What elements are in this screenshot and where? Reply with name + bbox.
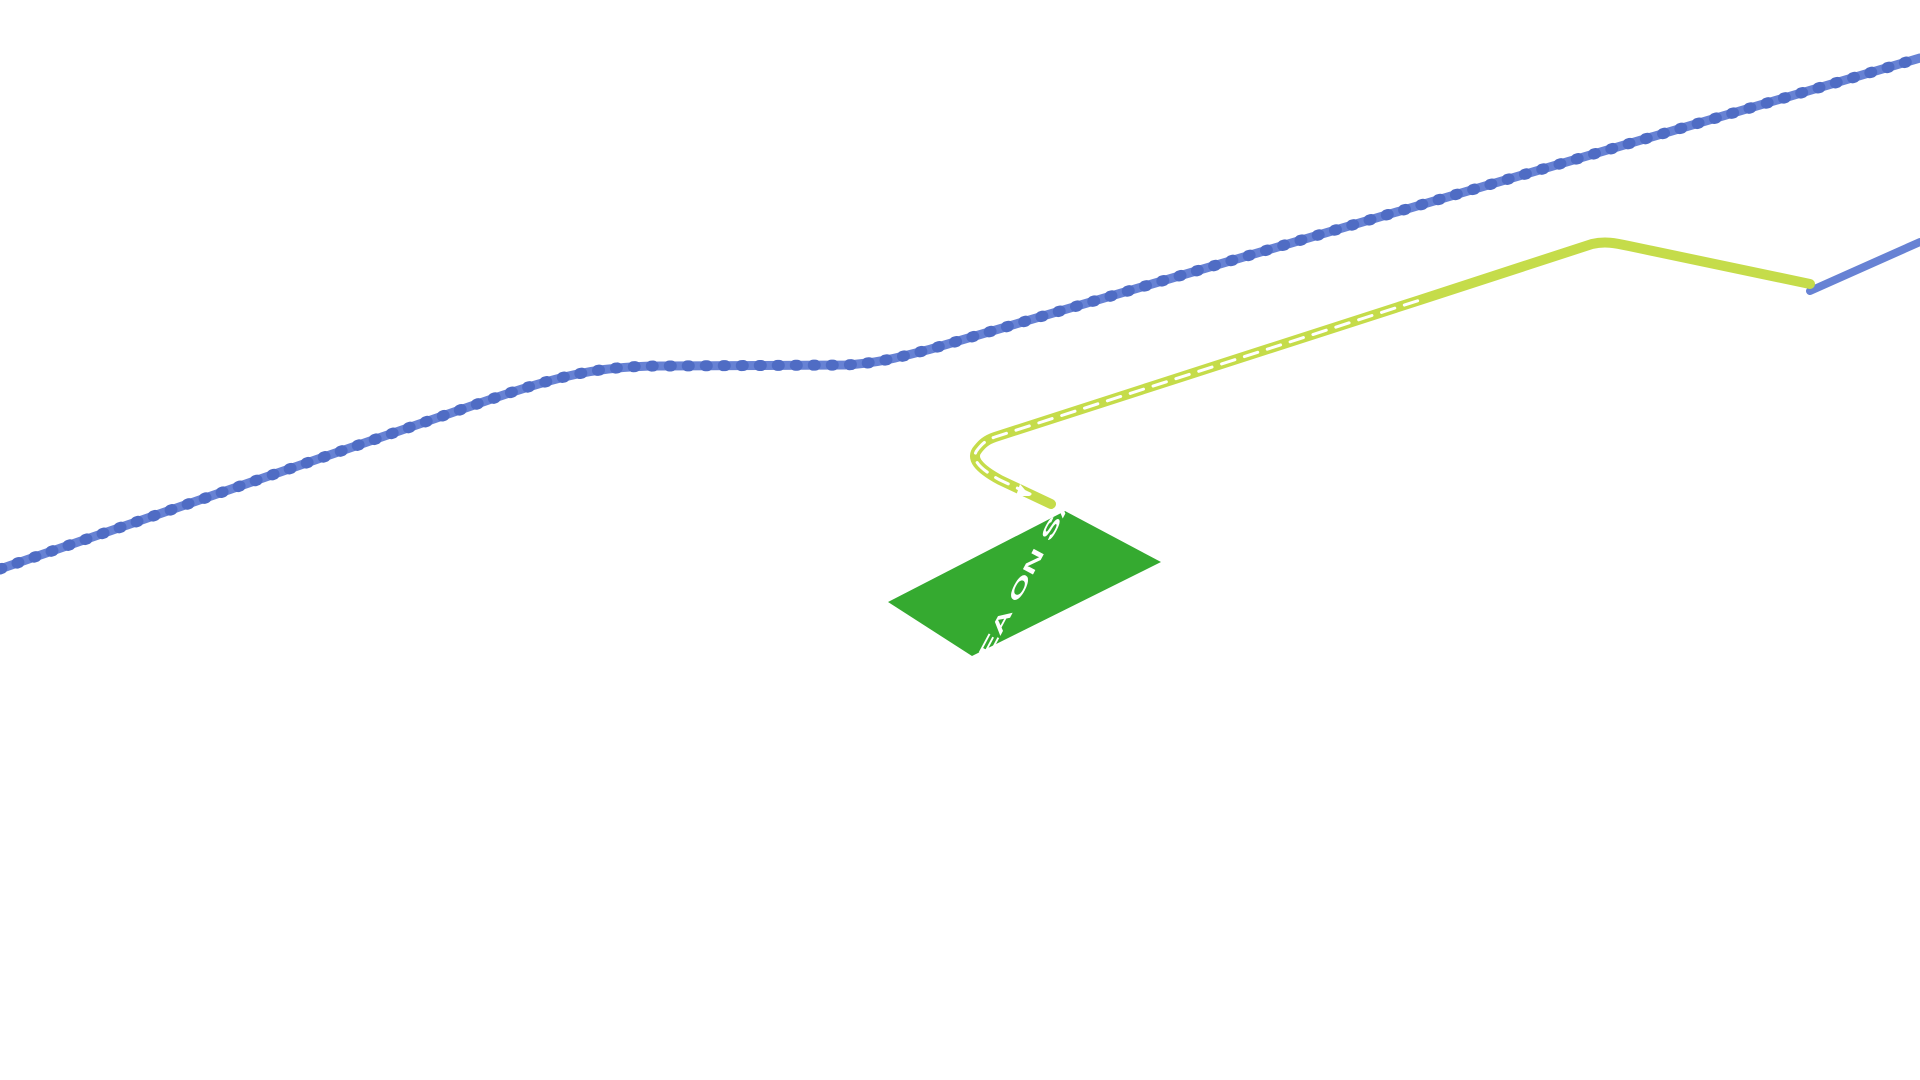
area-on-sale[interactable]: AREA ON SALE xyxy=(888,444,1161,711)
route-arrow-icon xyxy=(1016,484,1030,496)
route-path xyxy=(970,237,1815,509)
route-direction-dashes xyxy=(973,298,1422,496)
road-branch xyxy=(1806,238,1920,295)
road-main xyxy=(0,53,1920,574)
road-main-dots xyxy=(0,52,1920,575)
area-on-sale-polygon[interactable] xyxy=(888,511,1161,656)
